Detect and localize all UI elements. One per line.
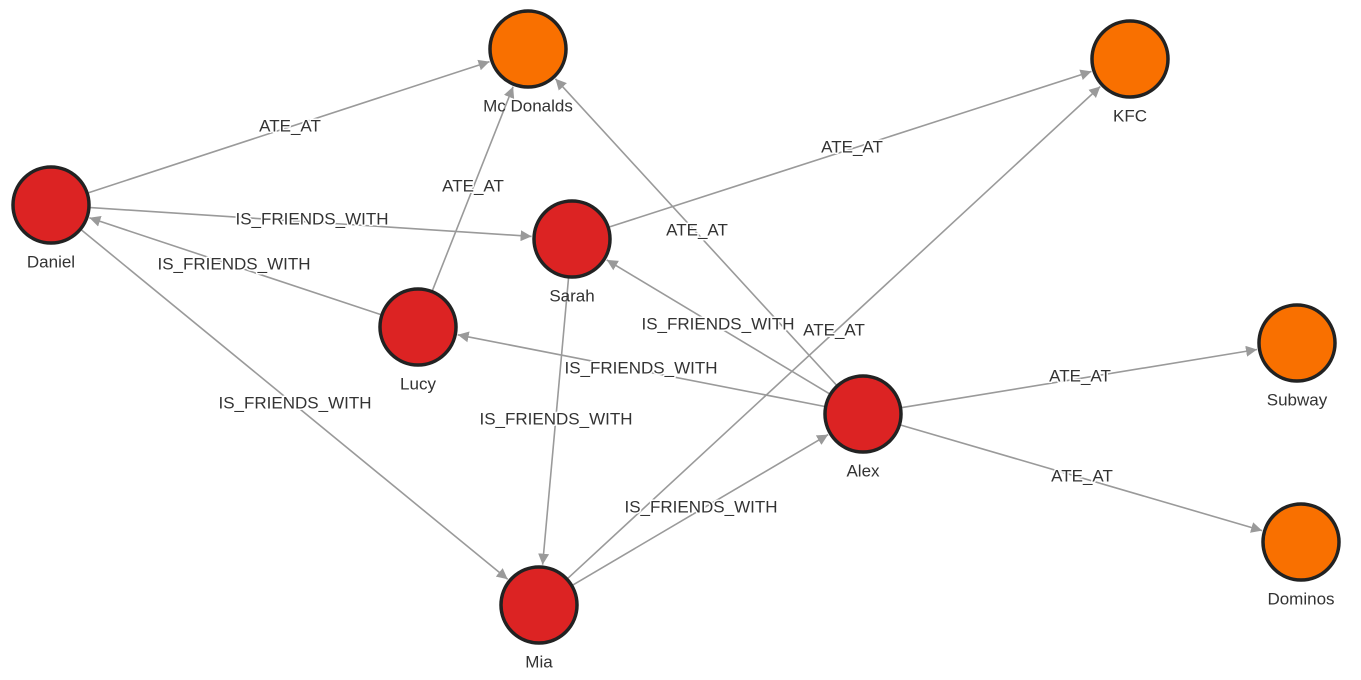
node-daniel[interactable]: Daniel xyxy=(11,165,91,271)
edge-lucy-to-mcdonalds[interactable] xyxy=(431,86,515,291)
edge-alex-to-subway[interactable] xyxy=(901,345,1258,409)
edge-daniel-to-sarah[interactable] xyxy=(90,206,532,242)
node-circle-mia[interactable] xyxy=(499,565,579,645)
edge-labels-layer: ATE_AT IS_FRIENDS_WITH IS_FRIENDS_WITH IS_F… xyxy=(156,115,1114,518)
edge-label-alex-to-sarah: IS_FRIENDS_WITH xyxy=(641,314,794,333)
node-circle-daniel[interactable] xyxy=(11,165,91,245)
node-circle-lucy[interactable] xyxy=(378,287,458,367)
edge-mia-to-alex[interactable] xyxy=(572,433,829,586)
edge-label-daniel-to-sarah: IS_FRIENDS_WITH xyxy=(235,209,388,228)
node-mcdonalds[interactable]: Mc Donalds xyxy=(483,9,573,115)
node-label-lucy: Lucy xyxy=(400,374,436,393)
node-circle-mcdonalds[interactable] xyxy=(488,9,568,89)
node-label-kfc: KFC xyxy=(1113,106,1147,125)
node-circle-alex[interactable] xyxy=(823,374,903,454)
node-label-mia: Mia xyxy=(525,652,553,671)
edge-mia-to-kfc[interactable] xyxy=(567,85,1101,579)
node-label-sarah: Sarah xyxy=(549,286,594,305)
node-circle-kfc[interactable] xyxy=(1090,19,1170,99)
node-label-dominos: Dominos xyxy=(1267,589,1334,608)
edge-label-alex-to-dominos: ATE_AT xyxy=(1051,466,1113,485)
edge-label-daniel-to-mia: IS_FRIENDS_WITH xyxy=(218,393,371,412)
edge-alex-to-lucy[interactable] xyxy=(457,331,825,408)
node-label-alex: Alex xyxy=(846,461,880,480)
edge-label-sarah-to-kfc: ATE_AT xyxy=(821,137,883,156)
edge-alex-to-mcdonalds[interactable] xyxy=(554,78,837,386)
node-circle-subway[interactable] xyxy=(1257,303,1337,383)
edge-alex-to-dominos[interactable] xyxy=(900,424,1263,533)
node-mia[interactable]: Mia xyxy=(499,565,579,671)
node-lucy[interactable]: Lucy xyxy=(378,287,458,393)
node-label-subway: Subway xyxy=(1267,390,1328,409)
node-alex[interactable]: Alex xyxy=(823,374,903,480)
edge-label-mia-to-alex: IS_FRIENDS_WITH xyxy=(624,497,777,516)
node-circle-dominos[interactable] xyxy=(1261,502,1341,582)
edge-label-mia-to-kfc: ATE_AT xyxy=(803,320,865,339)
edge-sarah-to-mia[interactable] xyxy=(538,278,570,565)
node-label-mcdonalds: Mc Donalds xyxy=(483,96,573,115)
edge-label-alex-to-mcdonalds: ATE_AT xyxy=(666,220,728,239)
edge-label-alex-to-lucy: IS_FRIENDS_WITH xyxy=(564,358,717,377)
node-subway[interactable]: Subway xyxy=(1257,303,1337,409)
edge-label-daniel-to-mcdonalds: ATE_AT xyxy=(259,116,321,135)
node-circle-sarah[interactable] xyxy=(532,199,612,279)
node-label-daniel: Daniel xyxy=(27,252,75,271)
edge-label-alex-to-subway: ATE_AT xyxy=(1049,366,1111,385)
edge-label-sarah-to-mia: IS_FRIENDS_WITH xyxy=(479,409,632,428)
edge-daniel-to-mia[interactable] xyxy=(80,229,509,580)
edge-daniel-to-mcdonalds[interactable] xyxy=(88,59,490,194)
edge-sarah-to-kfc[interactable] xyxy=(609,69,1092,228)
edges-layer xyxy=(80,59,1263,586)
node-kfc[interactable]: KFC xyxy=(1090,19,1170,125)
edge-label-lucy-to-daniel: IS_FRIENDS_WITH xyxy=(157,254,310,273)
edge-lucy-to-daniel[interactable] xyxy=(89,216,381,316)
node-sarah[interactable]: Sarah xyxy=(532,199,612,305)
edge-label-lucy-to-mcdonalds: ATE_AT xyxy=(442,176,504,195)
node-dominos[interactable]: Dominos xyxy=(1261,502,1341,608)
